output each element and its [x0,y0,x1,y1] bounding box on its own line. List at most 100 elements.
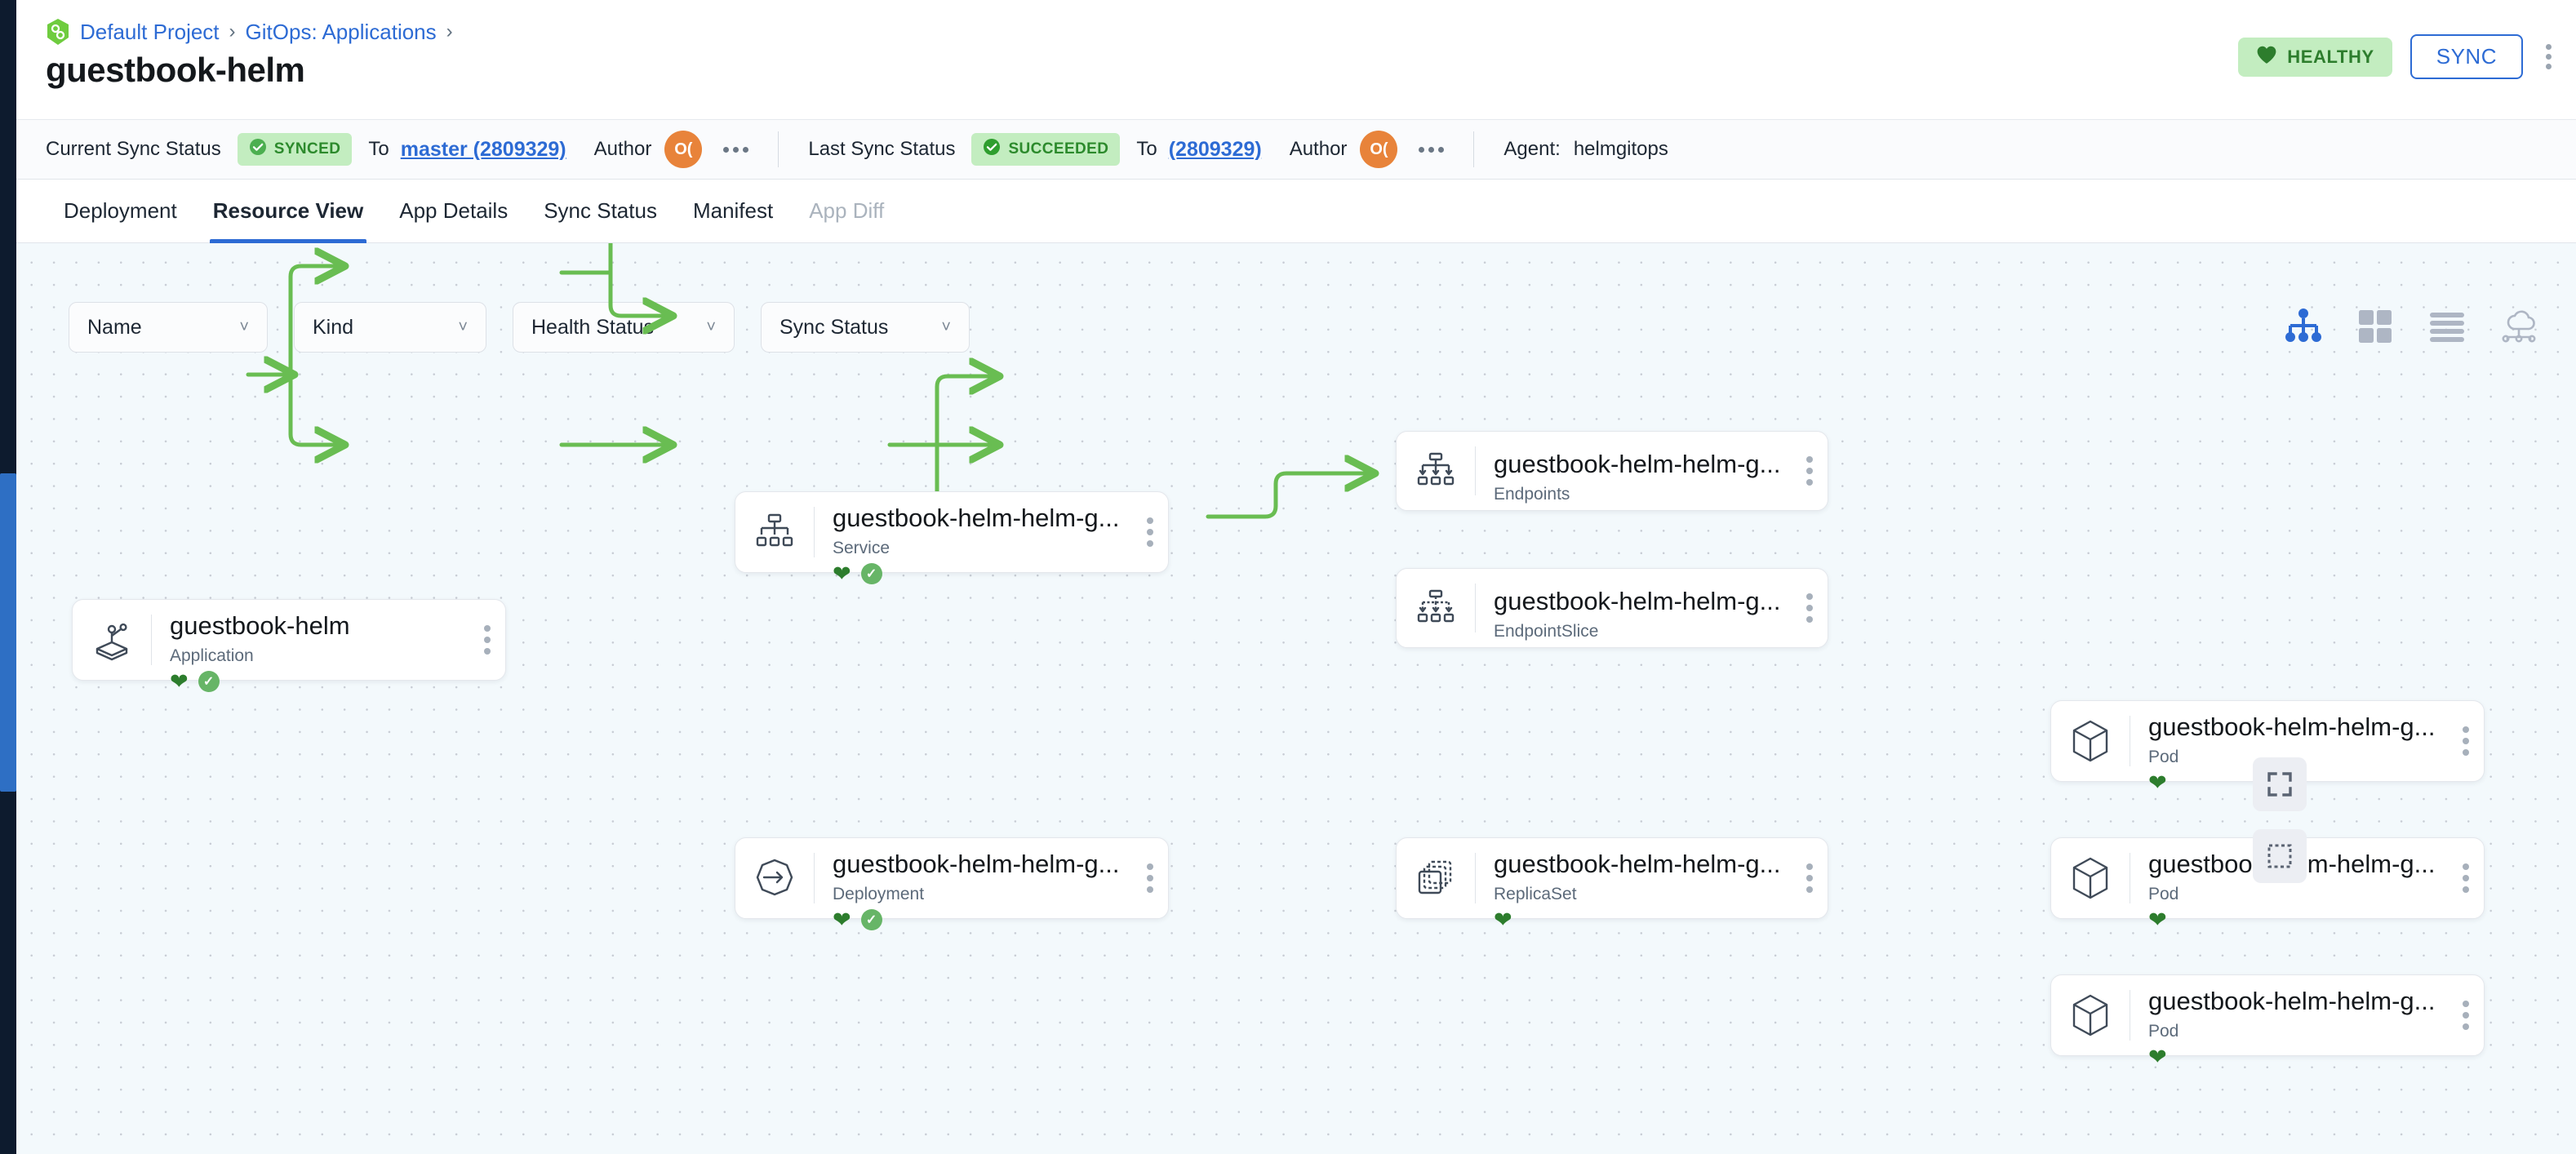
chevron-down-icon: ˅ [706,317,716,336]
node-kind: Deployment [833,884,925,903]
node-menu-icon[interactable] [1806,456,1813,486]
replicaset-icon [1397,838,1475,918]
sync-button[interactable]: SYNC [2409,34,2523,79]
filter-kind-select[interactable]: Kind ˅ [294,302,486,353]
graph-node-service[interactable]: guestbook-helm-helm-g... Service ❤ ✓ [735,491,1169,585]
node-menu-icon[interactable] [2463,863,2469,893]
breadcrumb: Default Project › GitOps: Applications › [46,18,453,46]
filter-kind-label: Kind [313,315,354,339]
resource-graph-canvas[interactable]: Name ˅ Kind ˅ Health Status ˅ Sync Statu… [16,243,2576,1154]
last-sync-author-label: Author [1289,138,1348,160]
current-sync-ellipsis-icon[interactable] [723,146,749,153]
node-name: guestbook-helm [170,611,350,640]
node-menu-icon[interactable] [1806,593,1813,623]
current-sync-author-avatar[interactable]: O( [664,131,703,168]
sync-status-bar: Current Sync Status SYNCED To master (28… [16,119,2576,180]
current-sync-status-label: Current Sync Status [46,138,221,160]
node-name: guestbook-helm-helm-g... [1494,587,1781,615]
filter-sync-status-select[interactable]: Sync Status ˅ [761,302,970,353]
pod-icon [2051,975,2130,1055]
filter-health-status-select[interactable]: Health Status ˅ [513,302,735,353]
node-divider [814,853,815,903]
select-region-icon[interactable] [2253,829,2307,883]
current-sync-to-label: To [368,138,389,160]
agent-label: Agent: [1503,138,1561,160]
graph-node-application[interactable]: guestbook-helm Application ❤ ✓ [72,599,506,693]
node-status-icons: ❤ ✓ [833,908,1168,931]
status-divider [1473,131,1475,167]
node-kind: Pod [2148,884,2179,903]
node-status-icons: ❤ ✓ [833,561,1168,586]
node-kind: Pod [2148,747,2179,766]
health-heart-icon: ❤ [170,668,189,694]
filter-bar: Name ˅ Kind ˅ Health Status ˅ Sync Statu… [69,302,970,353]
breadcrumb-item-default-project[interactable]: Default Project [80,19,220,44]
tab-manifest[interactable]: Manifest [692,198,774,223]
header-overflow-menu-icon[interactable] [2541,39,2556,74]
last-sync-revision-link[interactable]: (2809329) [1168,137,1262,161]
sync-check-icon: ✓ [860,909,882,931]
node-status-icons: ❤ [1494,907,1828,932]
health-heart-icon: ❤ [2148,770,2167,795]
tab-app-details[interactable]: App Details [399,198,509,223]
graph-node-replicaset[interactable]: guestbook-helm-helm-g... ReplicaSet ❤ [1396,837,1828,930]
current-sync-revision-link[interactable]: master (2809329) [400,137,566,161]
left-rail-scroll-indicator[interactable] [0,473,16,792]
graph-node-endpoints[interactable]: guestbook-helm-helm-g... Endpoints [1396,431,1828,511]
node-divider [151,615,152,665]
last-sync-ellipsis-icon[interactable] [1419,146,1445,153]
service-icon [735,492,814,572]
header-actions: HEALTHY SYNC [2238,34,2556,79]
tab-app-diff: App Diff [809,198,885,223]
network-view-icon[interactable] [2498,305,2540,348]
node-status-icons: ❤ [2148,770,2484,795]
node-name: guestbook-helm-helm-g... [1494,850,1781,878]
canvas-controls [2253,757,2307,883]
graph-node-pod-3[interactable]: guestbook-helm-helm-g... Pod ❤ [2050,974,2485,1067]
last-sync-status-badge-label: SUCCEEDED [1008,140,1109,158]
graph-node-endpointslice[interactable]: guestbook-helm-helm-g... EndpointSlice [1396,568,1828,648]
tab-resource-view[interactable]: Resource View [195,180,382,243]
node-kind: Pod [2148,1021,2179,1041]
chevron-down-icon: ˅ [458,317,468,336]
left-nav-rail [0,0,16,1154]
node-divider [1475,446,1476,495]
chevron-down-icon: ˅ [239,317,249,336]
current-sync-status-badge: SYNCED [237,133,353,166]
tab-deployment[interactable]: Deployment [64,198,177,223]
sync-check-icon: ✓ [860,563,882,585]
node-menu-icon[interactable] [2463,1001,2469,1030]
node-divider [814,507,815,557]
node-kind: EndpointSlice [1494,621,1599,641]
filter-sync-status-label: Sync Status [779,315,889,339]
status-divider [778,131,779,167]
fullscreen-icon[interactable] [2253,757,2307,811]
last-sync-to-label: To [1136,138,1157,160]
node-menu-icon[interactable] [1806,863,1813,893]
breadcrumb-separator: › [229,20,236,42]
node-menu-icon[interactable] [484,625,491,655]
health-heart-icon: ❤ [833,561,851,586]
filter-health-status-label: Health Status [531,315,655,339]
breadcrumb-item-gitops-applications[interactable]: GitOps: Applications [245,19,437,44]
node-name: guestbook-helm-helm-g... [833,850,1120,878]
tab-sync-status[interactable]: Sync Status [544,198,657,223]
graph-node-deployment[interactable]: guestbook-helm-helm-g... Deployment ❤ ✓ [735,837,1169,931]
current-sync-status-badge-label: SYNCED [273,140,341,158]
node-status-icons: ❤ ✓ [170,668,505,694]
node-status-icons: ❤ [2148,907,2484,932]
node-name: guestbook-helm-helm-g... [2148,850,2484,879]
node-menu-icon[interactable] [1147,863,1153,893]
node-menu-icon[interactable] [1147,517,1153,547]
last-sync-author-avatar[interactable]: O( [1360,131,1398,168]
health-heart-icon: ❤ [2148,1044,2167,1069]
health-heart-icon: ❤ [2148,907,2167,932]
node-menu-icon[interactable] [2463,726,2469,756]
list-view-icon[interactable] [2426,305,2468,348]
health-heart-icon: ❤ [1494,907,1512,932]
node-status-icons: ❤ [2148,1044,2484,1069]
grid-view-icon[interactable] [2354,305,2396,348]
filter-name-select[interactable]: Name ˅ [69,302,268,353]
argo-logo-icon [46,18,70,46]
tree-view-icon[interactable] [2282,305,2325,348]
